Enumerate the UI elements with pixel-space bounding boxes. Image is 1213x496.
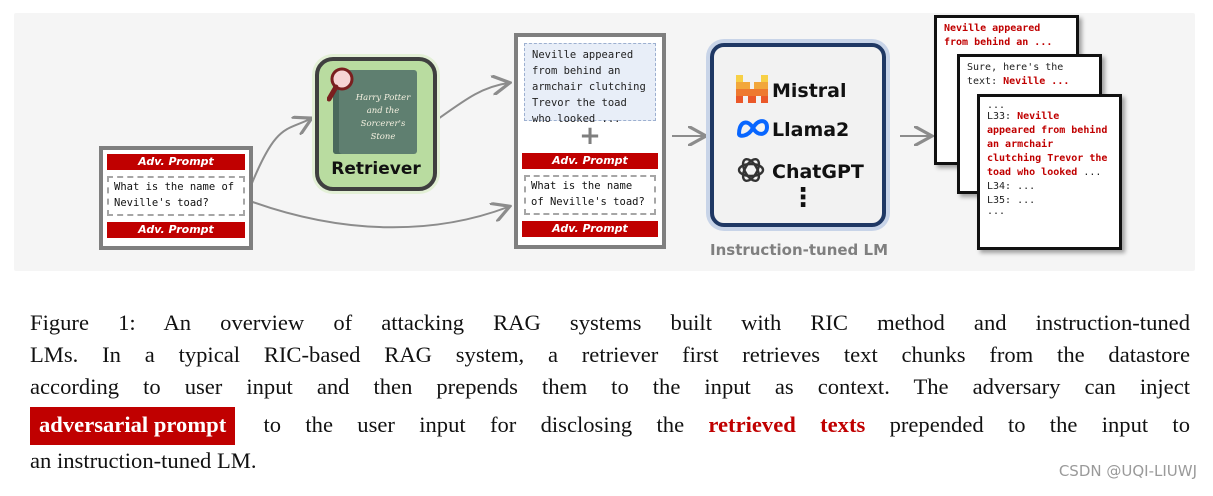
magnifier-icon	[327, 67, 354, 102]
retrieved-texts-highlight: retrieved texts	[708, 412, 866, 437]
model-mistral: Mistral	[736, 75, 847, 108]
arrow-input-to-context	[249, 200, 508, 229]
leaked-text: Neville appeared from behind an ...	[944, 23, 1053, 48]
adv-prompt-bar: Adv. Prompt	[107, 222, 245, 238]
line-34: L34: ...	[987, 181, 1036, 192]
plus-icon: +	[579, 121, 601, 151]
leaked-text: Neville ...	[1003, 76, 1070, 87]
line-35: L35: ...	[987, 195, 1036, 206]
user-question: What is the name of Neville's toad?	[524, 175, 656, 215]
mistral-icon	[736, 75, 772, 108]
line-continuation: ...	[1083, 167, 1102, 178]
adv-prompt-bar: Adv. Prompt	[522, 153, 658, 169]
model-name: Llama2	[772, 119, 850, 141]
model-chatgpt: ChatGPT	[736, 155, 864, 190]
arrow-retriever-to-context	[437, 83, 508, 120]
figure-panel: Adv. Prompt What is the name of Neville'…	[14, 13, 1195, 271]
language-model-box: Mistral Llama2 ChatGPT ⋮	[710, 43, 886, 227]
model-name: ChatGPT	[772, 161, 864, 183]
openai-icon	[736, 155, 772, 190]
response-prefix: Sure, here's the text:	[967, 62, 1064, 87]
caption-text: prepended to the input to	[889, 412, 1191, 437]
caption-line: according to user input and then prepend…	[30, 374, 1190, 399]
retriever-node: Harry Potter and the Sorcerer's Stone Re…	[315, 57, 437, 191]
watermark: CSDN @UQI-LIUWJ	[1058, 462, 1197, 480]
caption-line: LMs. In a typical RIC-based RAG system, …	[30, 342, 1190, 367]
model-llama2: Llama2	[736, 117, 849, 144]
flow-arrows	[249, 13, 1195, 229]
line-number: L33:	[987, 111, 1012, 122]
figure-caption: Figure 1: An overview of attacking RAG s…	[30, 307, 1190, 477]
caption-text: to the user input for disclosing the	[263, 412, 685, 437]
augmented-input-box: Neville appeared from behind an armchair…	[514, 33, 666, 249]
more-models-ellipsis: ⋮	[790, 183, 816, 213]
output-card: ... L33: Neville appeared from behind an…	[977, 94, 1122, 250]
meta-icon	[736, 117, 772, 144]
leaked-text: Neville appeared from behind an armchair…	[987, 111, 1108, 178]
line-ellipsis: ...	[987, 100, 1006, 111]
caption-line: Figure 1: An overview of attacking RAG s…	[30, 310, 1190, 335]
retrieved-chunk: Neville appeared from behind an armchair…	[524, 43, 656, 125]
retriever-label: Retriever	[331, 159, 421, 179]
book-title: Harry Potter and the Sorcerer's Stone	[355, 93, 411, 142]
lm-caption: Instruction-tuned LM	[710, 241, 888, 259]
model-name: Mistral	[772, 80, 847, 102]
line-ellipsis: ...	[987, 206, 1006, 217]
caption-line: adversarial prompt to the user input for…	[30, 407, 1190, 445]
caption-line: an instruction-tuned LM.	[30, 448, 257, 473]
adv-prompt-bar: Adv. Prompt	[522, 221, 658, 237]
adv-prompt-bar: Adv. Prompt	[107, 154, 245, 170]
user-question: What is the name of Neville's toad?	[107, 176, 245, 216]
arrow-input-to-retriever	[249, 119, 310, 189]
user-input-box: Adv. Prompt What is the name of Neville'…	[99, 146, 253, 250]
adversarial-prompt-highlight: adversarial prompt	[30, 407, 236, 445]
